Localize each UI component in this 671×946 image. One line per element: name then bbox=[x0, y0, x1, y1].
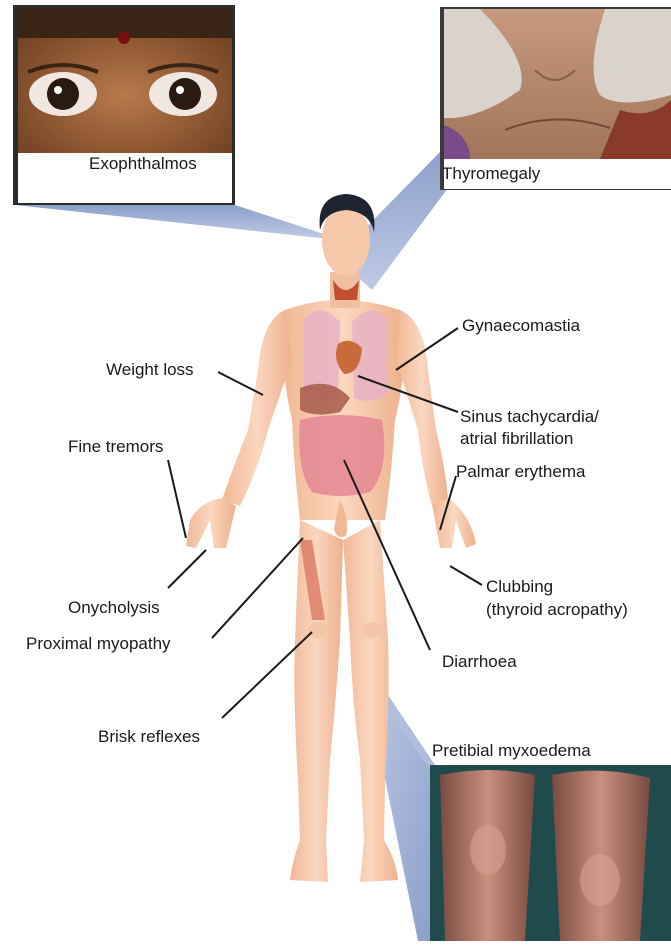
leader-proximal-myopathy bbox=[212, 538, 303, 638]
label-diarrhoea: Diarrhoea bbox=[442, 652, 517, 672]
exophthalmos-beam bbox=[15, 205, 336, 238]
label-fine-tremors: Fine tremors bbox=[68, 437, 163, 457]
leader-onycholysis bbox=[168, 550, 206, 588]
pretibial-photo bbox=[430, 765, 671, 941]
label-palmar-erythema: Palmar erythema bbox=[456, 462, 585, 482]
caption-exophthalmos: Exophthalmos bbox=[89, 154, 197, 174]
exophthalmos-photo bbox=[13, 5, 235, 205]
label-proximal-myopathy: Proximal myopathy bbox=[26, 634, 171, 654]
caption-pretibial-myxoedema: Pretibial myxoedema bbox=[432, 741, 591, 761]
label-onycholysis: Onycholysis bbox=[68, 598, 160, 618]
caption-thyromegaly: Thyromegaly bbox=[442, 164, 540, 184]
label-clubbing-line2: (thyroid acropathy) bbox=[486, 600, 628, 620]
label-clubbing-line1: Clubbing bbox=[486, 577, 553, 597]
label-brisk-reflexes: Brisk reflexes bbox=[98, 727, 200, 747]
leader-clubbing bbox=[450, 566, 482, 585]
label-sinus-tachycardia-line2: atrial fibrillation bbox=[460, 429, 573, 449]
label-weight-loss: Weight loss bbox=[106, 360, 194, 380]
thyromegaly-photo bbox=[440, 7, 671, 190]
label-gynaecomastia: Gynaecomastia bbox=[462, 316, 580, 336]
label-sinus-tachycardia-line1: Sinus tachycardia/ bbox=[460, 407, 599, 427]
leader-fine-tremors bbox=[168, 460, 186, 538]
